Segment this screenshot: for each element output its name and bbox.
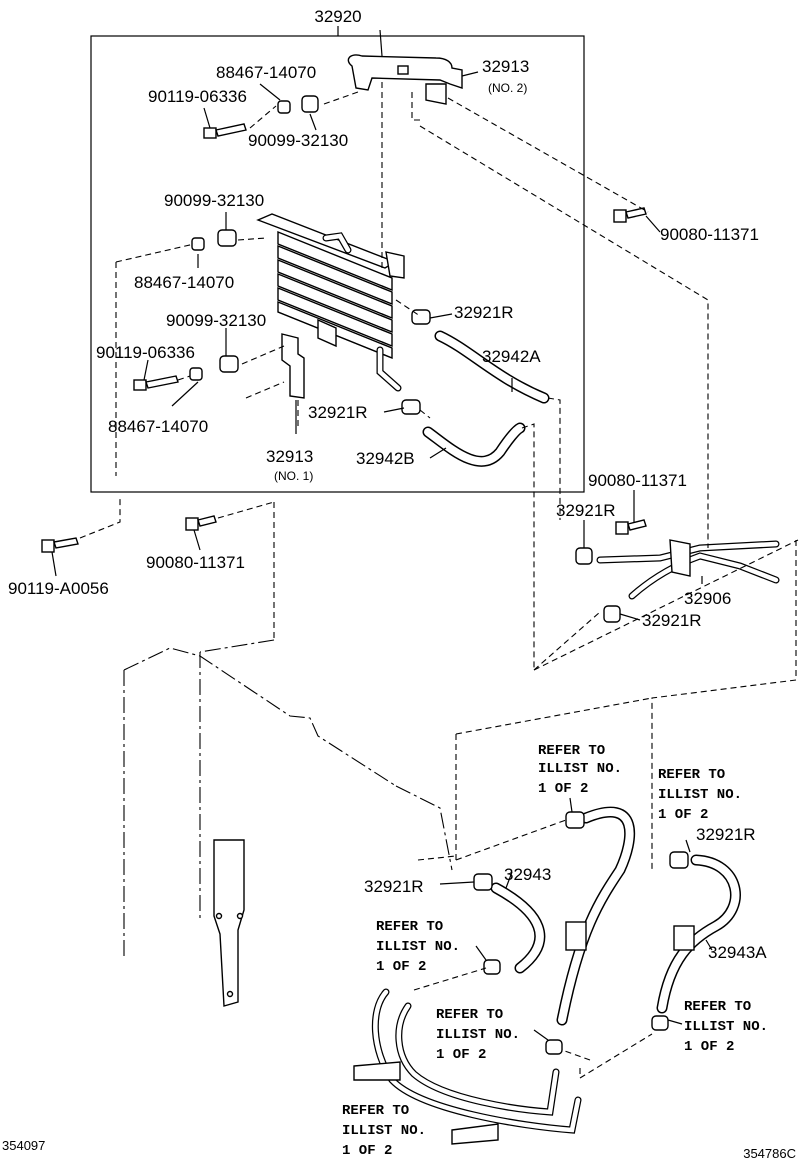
svg-text:ILLIST NO.: ILLIST NO. [684, 1019, 768, 1035]
label-32942a: 32942A [482, 347, 541, 366]
label-32921r-3: 32921R [556, 501, 616, 520]
refer-note-1: REFER TO ILLIST NO. 1 OF 2 [538, 743, 622, 797]
bolt-90080-lower [185, 515, 217, 531]
svg-text:REFER TO: REFER TO [684, 999, 751, 1015]
clamp-ref-2 [483, 959, 501, 975]
label-88467-14070-a: 88467-14070 [216, 63, 316, 82]
label-90119-a0056: 90119-A0056 [8, 579, 109, 598]
svg-text:REFER TO: REFER TO [538, 743, 605, 759]
svg-text:ILLIST NO.: ILLIST NO. [436, 1027, 520, 1043]
clamp-32921r-ref [565, 811, 585, 829]
bracket-no2 [347, 54, 463, 105]
label-32921r-4: 32921R [642, 611, 702, 630]
refer-note-2: REFER TO ILLIST NO. 1 OF 2 [658, 767, 742, 823]
bush-90099-upper [301, 95, 319, 113]
svg-text:1 OF 2: 1 OF 2 [342, 1143, 392, 1159]
label-88467-14070-b: 88467-14070 [134, 273, 234, 292]
svg-text:1 OF 2: 1 OF 2 [376, 959, 426, 975]
label-32906: 32906 [684, 589, 731, 608]
bracket-no1 [281, 333, 305, 399]
label-32913-no2: 32913 [482, 57, 529, 76]
label-32921r-5: 32921R [364, 877, 424, 896]
hose-32943a [656, 854, 741, 1014]
label-32920: 32920 [314, 7, 361, 26]
cooler-pipe-assembly [353, 988, 582, 1145]
refer-note-6: REFER TO ILLIST NO. 1 OF 2 [342, 1103, 426, 1159]
oil-cooler-core [256, 213, 405, 392]
clamp-32921r-2 [401, 399, 421, 415]
washer-88467-low [189, 367, 203, 381]
svg-text:1 OF 2: 1 OF 2 [538, 781, 588, 797]
hose-32942b [422, 422, 526, 467]
label-32942b: 32942B [356, 449, 415, 468]
svg-text:1 OF 2: 1 OF 2 [684, 1039, 734, 1055]
bolt-90119-06336-lower [133, 375, 179, 391]
bolt-90080-upper [613, 207, 647, 223]
clamp-32921r-4 [603, 605, 621, 623]
label-88467-14070-c: 88467-14070 [108, 417, 208, 436]
bush-90099-low [219, 355, 239, 373]
refer-note-5: REFER TO ILLIST NO. 1 OF 2 [684, 999, 768, 1055]
svg-text:REFER TO: REFER TO [376, 919, 443, 935]
label-32921r-6: 32921R [696, 825, 756, 844]
bolt-90119-a0056 [41, 537, 79, 553]
svg-text:REFER TO: REFER TO [436, 1007, 503, 1023]
label-32921r-2: 32921R [308, 403, 368, 422]
hose-32943 [490, 882, 546, 974]
label-90080-11371-a: 90080-11371 [660, 225, 759, 244]
tube-32906 [596, 539, 780, 600]
svg-text:ILLIST NO.: ILLIST NO. [538, 761, 622, 777]
hose-long-center [556, 806, 636, 1026]
clamp-ref-4 [651, 1015, 669, 1031]
clamp-ref-3 [545, 1039, 563, 1055]
clamp-32921r-5 [473, 873, 493, 891]
svg-text:ILLIST NO.: ILLIST NO. [658, 787, 742, 803]
svg-text:1 OF 2: 1 OF 2 [658, 807, 708, 823]
bush-90099-mid [217, 229, 237, 247]
label-90099-32130-a: 90099-32130 [248, 131, 348, 150]
bolt-90119-06336-upper [203, 123, 247, 139]
label-90099-32130-b: 90099-32130 [164, 191, 264, 210]
bolt-90080-mid [615, 519, 647, 535]
svg-text:ILLIST NO.: ILLIST NO. [342, 1123, 426, 1139]
refer-note-3: REFER TO ILLIST NO. 1 OF 2 [376, 919, 460, 975]
label-32943a: 32943A [708, 943, 767, 962]
svg-text:ILLIST NO.: ILLIST NO. [376, 939, 460, 955]
svg-text:1 OF 2: 1 OF 2 [436, 1047, 486, 1063]
label-90099-32130-c: 90099-32130 [166, 311, 266, 330]
svg-text:REFER TO: REFER TO [342, 1103, 409, 1119]
radiator-bracket [213, 839, 245, 1007]
svg-text:REFER TO: REFER TO [658, 767, 725, 783]
hose-32942a [434, 330, 550, 404]
label-90080-11371-b: 90080-11371 [588, 471, 687, 490]
refer-note-4: REFER TO ILLIST NO. 1 OF 2 [436, 1007, 520, 1063]
washer-88467-upper [277, 100, 291, 114]
label-90119-06336-a: 90119-06336 [148, 87, 247, 106]
clamp-32921r-6 [669, 851, 689, 869]
washer-88467-mid [191, 237, 205, 251]
label-32943: 32943 [504, 865, 551, 884]
diagram-code-right: 354786C [743, 1146, 796, 1161]
label-90119-06336-b: 90119-06336 [96, 343, 195, 362]
diagram-code-left: 354097 [2, 1138, 45, 1153]
label-32921r-1: 32921R [454, 303, 514, 322]
label-32913-no2-sub: (NO. 2) [488, 81, 527, 95]
label-32913-no1: 32913 [266, 447, 313, 466]
label-32913-no1-sub: (NO. 1) [274, 469, 313, 483]
label-90080-11371-c: 90080-11371 [146, 553, 245, 572]
clamp-32921r-3 [575, 547, 593, 565]
